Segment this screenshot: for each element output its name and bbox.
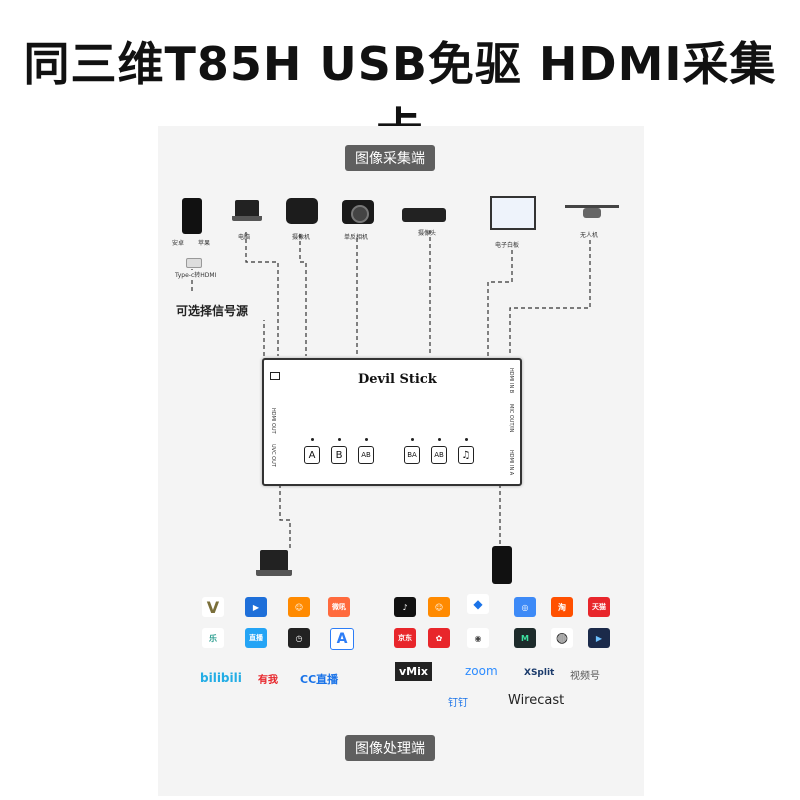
- app-icon-tencent-meeting: ◆: [467, 594, 489, 614]
- app-icon-v: V: [202, 597, 224, 617]
- led-indicator: [311, 438, 314, 441]
- vmix-logo: vMix: [395, 662, 432, 681]
- app-icon-player: ▶: [588, 628, 610, 648]
- whiteboard-icon: [490, 196, 536, 230]
- capture-side-label: 图像采集端: [345, 145, 435, 171]
- drone-icon: [565, 205, 619, 219]
- key-ba[interactable]: BA: [404, 446, 420, 464]
- phone-output-icon: [492, 546, 512, 584]
- app-icon-tmall: 天猫: [588, 597, 610, 617]
- hdmi-in-b-label: HDMI IN B: [508, 368, 514, 394]
- bilibili-logo: bilibili: [200, 671, 242, 685]
- app-icon-music: 乐: [202, 628, 224, 648]
- zoom-logo: zoom: [465, 664, 498, 678]
- key-ab-2[interactable]: AB: [431, 446, 447, 464]
- app-icon-a: A: [330, 628, 354, 650]
- app-icon-round: ◉: [467, 628, 489, 648]
- webcam-icon: [402, 208, 446, 222]
- app-icon-blue: ◎: [514, 597, 536, 617]
- laptop-icon: [232, 200, 262, 224]
- key-a[interactable]: A: [304, 446, 320, 464]
- app-icon-orange-2: ☺: [428, 597, 450, 617]
- camcorder-icon: [286, 198, 318, 224]
- choose-source-label: 可选择信号源: [176, 304, 249, 318]
- app-icon-live: 直播: [245, 628, 267, 648]
- led-indicator: [438, 438, 441, 441]
- device-label-whiteboard: 电子白板: [495, 242, 520, 249]
- app-icon-weibo: 微吼: [328, 597, 350, 617]
- hdmi-in-a-label: HDMI IN A: [508, 450, 514, 476]
- app-icon-clock: ◷: [288, 628, 310, 648]
- dingding-logo: 钉钉: [448, 698, 468, 709]
- xsplit-logo: XSplit: [524, 668, 555, 678]
- mic-label: MIC OUT/IN: [508, 404, 514, 433]
- app-icon-douyin: ♪: [394, 597, 416, 617]
- device-label-dslr: 单反相机: [344, 234, 369, 241]
- adapter-icon: [186, 258, 202, 268]
- wirecast-logo: Wirecast: [508, 693, 565, 708]
- dslr-icon: [342, 200, 374, 224]
- phone-icon: [182, 198, 202, 234]
- key-ab[interactable]: AB: [358, 446, 374, 464]
- device-label-apple: 苹果: [198, 240, 211, 247]
- app-icon-jd: 京东: [394, 628, 416, 648]
- device-label-android: 安卓: [172, 240, 185, 247]
- device-label-webcam: 摄像头: [418, 230, 437, 237]
- led-indicator: [411, 438, 414, 441]
- laptop-output-icon: [256, 550, 292, 580]
- app-icon-orange: ☺: [288, 597, 310, 617]
- app-icon-play: ▶: [245, 597, 267, 617]
- port-icon: [270, 372, 280, 380]
- brand-label: Devil Stick: [358, 372, 437, 387]
- app-icon-mofang: M: [514, 628, 536, 648]
- device-label-camcorder: 摄像机: [292, 234, 311, 241]
- key-audio[interactable]: ♫: [458, 446, 474, 464]
- shipinhao-logo: 视频号: [570, 671, 600, 682]
- youwo-logo: 有我: [258, 675, 278, 686]
- uvc-out-label: UVC OUT: [270, 444, 276, 467]
- device-label-drone: 无人机: [580, 232, 599, 239]
- app-icon-taobao: 淘: [551, 597, 573, 617]
- app-icon-pattern: ✿: [428, 628, 450, 648]
- hdmi-out-label: HDMI OUT: [270, 408, 276, 434]
- led-indicator: [338, 438, 341, 441]
- process-side-label: 图像处理端: [345, 735, 435, 761]
- led-indicator: [465, 438, 468, 441]
- capture-box: Devil Stick HDMI OUT UVC OUT HDMI IN B M…: [262, 358, 522, 486]
- cc-live-logo: CC直播: [300, 673, 339, 686]
- type-c-label: Type-c转HDMI: [175, 272, 217, 279]
- led-indicator: [365, 438, 368, 441]
- app-icon-obs: ◍: [551, 628, 573, 648]
- device-label-computer: 电脑: [238, 234, 251, 241]
- key-b[interactable]: B: [331, 446, 347, 464]
